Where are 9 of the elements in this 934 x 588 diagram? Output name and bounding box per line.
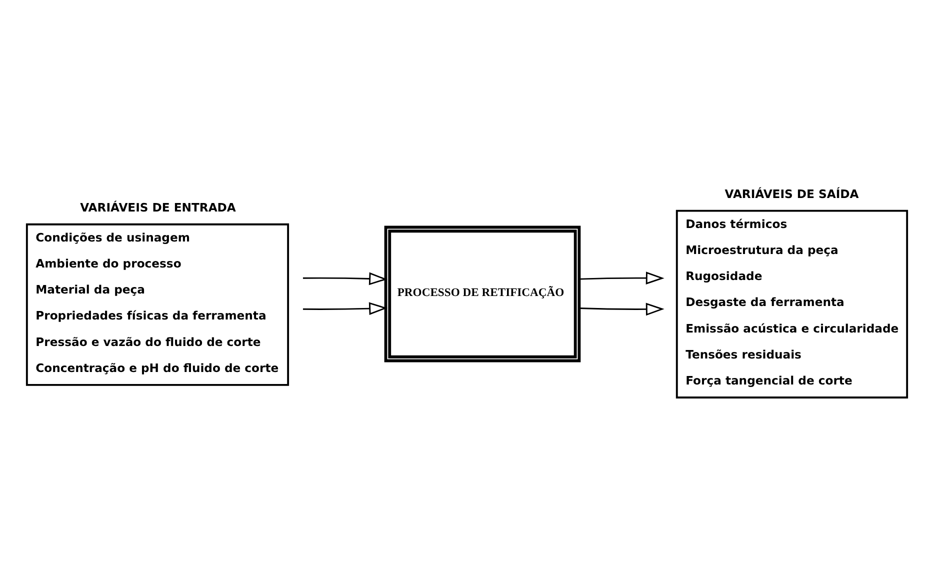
node-box: PROCESSO DE RETIFICAÇÃO (384, 226, 581, 362)
arrow (302, 272, 388, 286)
node-box: Condições de usinagem Ambiente do processo Material da peça Propriedades físicas da ferramenta Pressão e vazão do fluido de corte Concentração e pH do fluido de corte (26, 223, 290, 386)
node-label: VARIÁVEIS DE SAÍDA (724, 186, 859, 201)
node-box: Danos térmicos Microestrutura da peça Rugosidade Desgaste da ferramenta Emissão acústica e circularidade Tensões residuais Força tangencial de corte (676, 210, 908, 398)
arrow (579, 272, 664, 284)
arrow (579, 302, 664, 316)
arrow (302, 302, 388, 316)
node-label: VARIÁVEIS DE ENTRADA (80, 200, 236, 214)
